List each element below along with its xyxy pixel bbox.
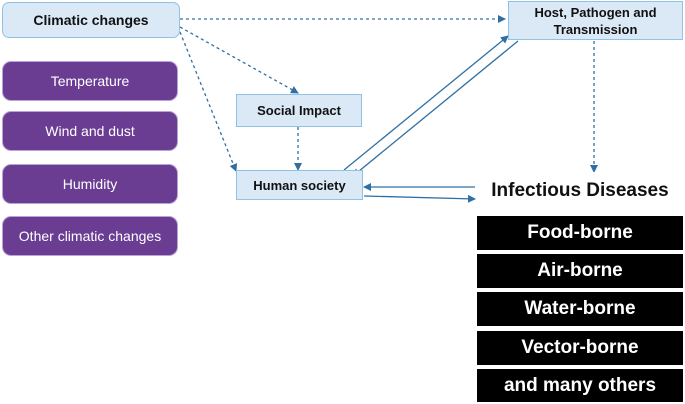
disease-type-water-borne: Water-borne: [477, 292, 683, 326]
climate-factor-humidity: Humidity: [2, 164, 178, 204]
arrow-human-to-host: [343, 35, 509, 171]
infectious-diseases-box: Infectious Diseases: [477, 172, 683, 210]
disease-type-air-borne: Air-borne: [477, 254, 683, 288]
disease-type-label: Vector-borne: [521, 337, 639, 358]
host-pathogen-transmission-box: Host, Pathogen and Transmission: [508, 1, 683, 40]
climate-factor-temperature: Temperature: [2, 61, 178, 101]
climate-factor-label: Humidity: [62, 176, 118, 192]
arrow-human-to-infectious: [363, 194, 476, 203]
climatic-changes-box: Climatic changes: [2, 2, 180, 38]
arrow-climate-to-human: [179, 31, 238, 172]
climate-factor-label: Wind and dust: [45, 123, 135, 139]
arrow-climate-to-social: [179, 26, 299, 94]
host-pathogen-label: Host, Pathogen and Transmission: [534, 4, 657, 37]
climate-factor-label: Temperature: [50, 73, 130, 89]
social-impact-label: Social Impact: [257, 103, 341, 118]
human-society-label: Human society: [253, 177, 346, 193]
arrow-host-to-human: [352, 40, 519, 177]
disease-type-label: Food-borne: [527, 222, 633, 243]
disease-type-label: and many others: [503, 374, 657, 396]
disease-type-many-others: and many others: [477, 369, 683, 402]
climatic-changes-label: Climatic changes: [33, 12, 149, 28]
social-impact-box: Social Impact: [236, 94, 362, 127]
disease-type-label: Water-borne: [524, 298, 636, 319]
disease-type-label: Air-borne: [537, 260, 623, 281]
climate-factor-other: Other climatic changes: [2, 216, 178, 256]
climate-factor-label: Other climatic changes: [18, 228, 162, 244]
disease-type-vector-borne: Vector-borne: [477, 331, 683, 365]
disease-type-food-borne: Food-borne: [477, 216, 683, 250]
climate-factor-wind-and-dust: Wind and dust: [2, 111, 178, 151]
human-society-box: Human society: [236, 170, 363, 200]
infectious-diseases-label: Infectious Diseases: [491, 180, 669, 201]
